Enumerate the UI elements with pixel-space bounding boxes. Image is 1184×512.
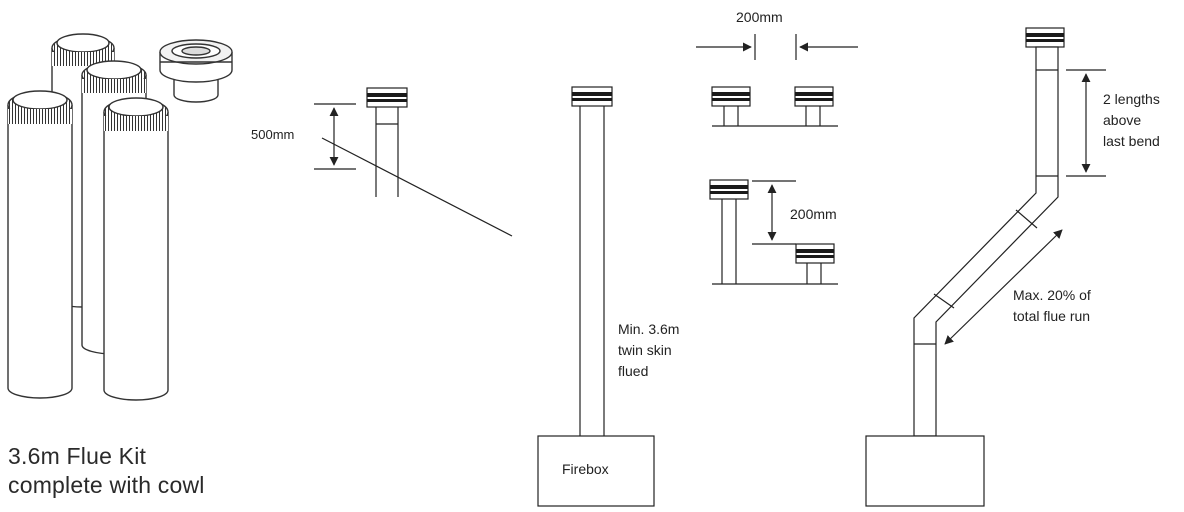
straight-flue-detail	[537, 86, 655, 507]
vertical-clearance-label: 200mm	[790, 206, 837, 222]
offset-flue-pipe	[913, 46, 1059, 437]
chimney-pipe	[375, 107, 399, 197]
cowl-cap-tall	[709, 179, 749, 284]
flue-pipe-front-left	[7, 90, 73, 399]
flue-kit-caption-line2: complete with cowl	[8, 472, 205, 498]
cowl-cap-short	[795, 243, 835, 284]
lengths-label-1: 2 lengths	[1103, 91, 1160, 107]
horizontal-clearance-label: 200mm	[736, 9, 783, 25]
roof-clearance-detail	[314, 87, 513, 237]
flue-kit-illustration	[7, 33, 233, 401]
horizontal-clearance-detail	[696, 34, 858, 127]
height-above-roof-label: 500mm	[251, 127, 294, 142]
min-flue-label-2: twin skin	[618, 342, 672, 358]
vertical-clearance-detail	[709, 179, 838, 285]
cowl-cap-left	[711, 86, 751, 126]
min-flue-label-3: flued	[618, 363, 648, 379]
firebox-label: Firebox	[562, 461, 609, 477]
firebox-offset	[865, 435, 985, 507]
lengths-label-3: last bend	[1103, 133, 1160, 149]
cowl-cap-right	[794, 86, 834, 126]
offset-label-1: Max. 20% of	[1013, 287, 1091, 303]
offset-label-2: total flue run	[1013, 308, 1090, 324]
straight-cowl-cap	[571, 86, 613, 107]
offset-flue-detail	[865, 27, 1106, 507]
flue-pipe-front-right	[103, 97, 169, 401]
cowl	[159, 39, 233, 103]
min-flue-label-1: Min. 3.6m	[618, 321, 679, 337]
lengths-label-2: above	[1103, 112, 1141, 128]
offset-cowl-cap	[1025, 27, 1065, 48]
firebox	[537, 435, 655, 507]
roof-line	[321, 137, 513, 237]
cowl-cap	[366, 87, 408, 108]
flue-kit-caption-line1: 3.6m Flue Kit	[8, 443, 147, 469]
flue-kit-caption: 3.6m Flue Kit complete with cowl	[8, 442, 205, 500]
